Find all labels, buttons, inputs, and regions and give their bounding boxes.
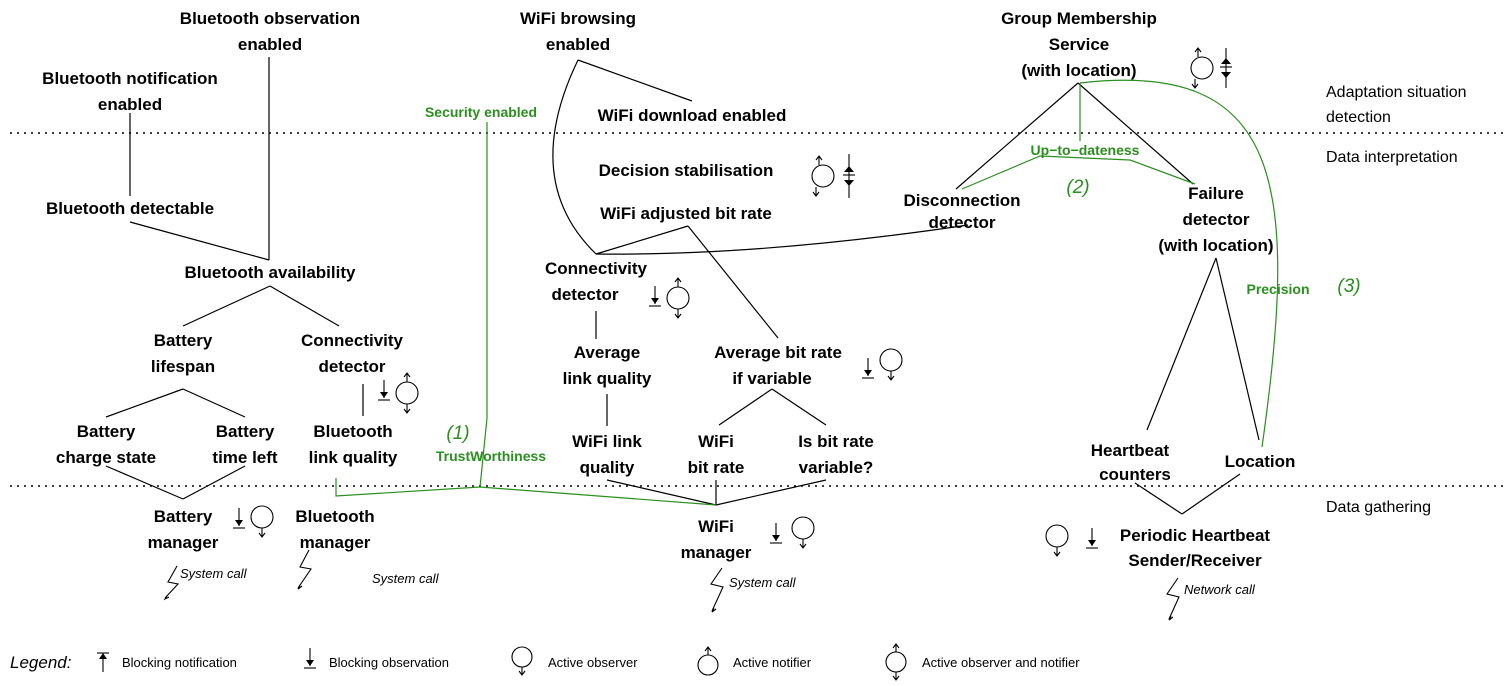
system-call-wifi: System call [729, 575, 797, 590]
blocking-observation-icon [304, 648, 316, 669]
legend: Legend: Blocking notification Blocking o… [10, 643, 1080, 681]
quality-precision: Precision [1246, 281, 1309, 297]
quality-number-2: (2) [1066, 177, 1089, 198]
quality-security-enabled: Security enabled [425, 104, 537, 120]
blocking-observation-icon [862, 358, 874, 379]
layer-label-interpretation: Data interpretation [1326, 149, 1458, 166]
legend-title: Legend: [10, 653, 72, 672]
node-wifi-download: WiFi download enabled [598, 106, 787, 125]
blocking-observation-icon [378, 380, 390, 401]
active-observer-notifier-icon [885, 643, 907, 681]
quality-up-to-dateness: Up−to−dateness [1031, 142, 1140, 158]
system-call-icon [163, 565, 180, 601]
legend-label-active-observer-notifier: Active observer and notifier [922, 655, 1080, 670]
active-observer-notifier-icon [811, 155, 835, 197]
system-call-bluetooth: System call [372, 571, 440, 586]
legend-label-blocking-notification: Blocking notification [122, 655, 237, 670]
blocking-notification-observation-icon [1220, 48, 1232, 88]
legend-label-active-notifier: Active notifier [733, 655, 812, 670]
active-observer-icon [879, 348, 903, 381]
system-call-icon [710, 567, 724, 613]
active-notifier-icon [697, 646, 719, 676]
quality-edges [335, 79, 1279, 506]
active-observer-icon [791, 516, 815, 549]
node-bluetooth-detectable: Bluetooth detectable [46, 199, 214, 218]
blocking-observation-icon [233, 508, 245, 529]
blocking-observation-icon [649, 286, 661, 307]
node-wifi-adjusted-bit-rate: WiFi adjusted bit rate [600, 204, 772, 223]
active-observer-icon [250, 505, 274, 538]
active-observer-notifier-icon [666, 277, 690, 319]
system-call-battery: System call [180, 566, 248, 581]
blocking-observation-icon [770, 523, 782, 544]
active-observer-notifier-icon [1190, 47, 1214, 89]
node-decision-stabilisation: Decision stabilisation [599, 161, 774, 180]
legend-label-blocking-observation: Blocking observation [329, 655, 449, 670]
layer-label-gathering: Data gathering [1326, 499, 1431, 516]
network-call-label: Network call [1184, 582, 1256, 597]
active-observer-notifier-icon [395, 372, 419, 414]
blocking-observation-icon [1086, 528, 1098, 549]
dependency-edges [105, 57, 1260, 515]
legend-label-active-observer: Active observer [548, 655, 638, 670]
node-location: Location [1225, 452, 1296, 471]
blocking-notification-icon [97, 652, 109, 672]
active-observer-icon [1045, 524, 1069, 557]
node-bluetooth-availability: Bluetooth availability [185, 263, 357, 282]
system-call-icon [297, 549, 312, 590]
quality-number-1: (1) [446, 423, 469, 444]
blocking-notification-observation-icon [843, 154, 855, 198]
quality-trustworthiness: TrustWorthiness [436, 448, 546, 464]
network-call-icon [1166, 577, 1180, 621]
quality-number-3: (3) [1337, 276, 1360, 297]
active-observer-icon [511, 646, 533, 676]
